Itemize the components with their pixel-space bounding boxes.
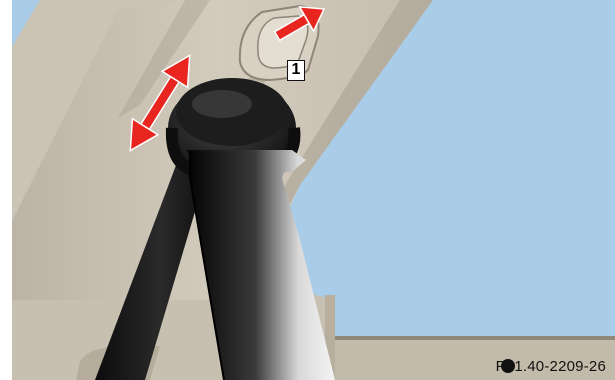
callout-number: 1 bbox=[287, 60, 305, 81]
left-frame-edge bbox=[0, 0, 12, 380]
door-frame-line bbox=[333, 336, 615, 340]
figure-code: P91.40-2209-26 bbox=[496, 358, 606, 375]
belt-guide-cap-highlight bbox=[192, 90, 252, 118]
